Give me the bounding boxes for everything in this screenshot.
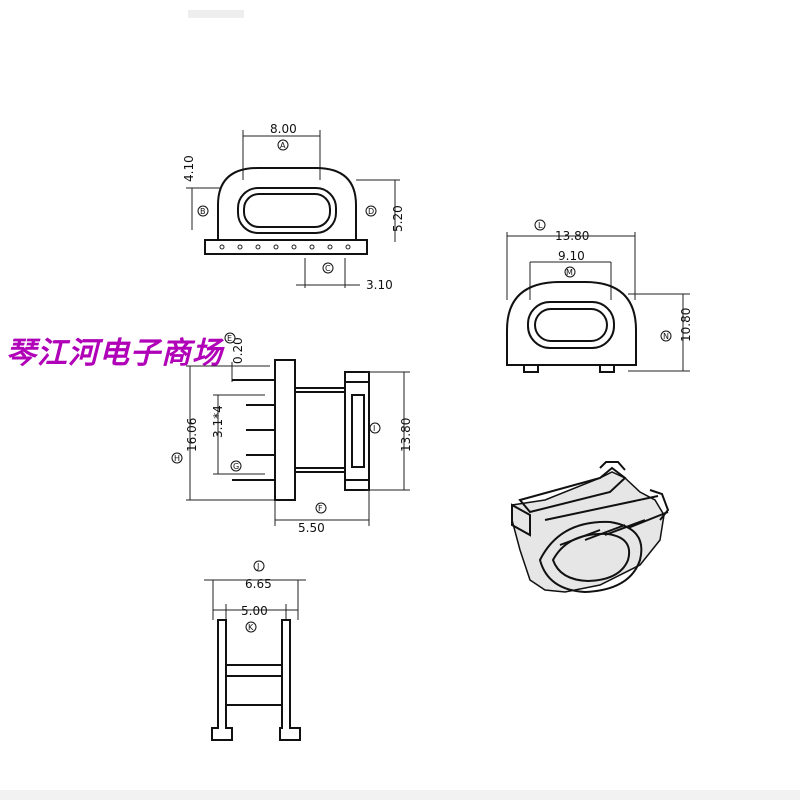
end-view: 6.65 J 5.00 K [204,560,306,741]
side-view: 13.80 L 9.10 M 10.80 N [506,219,693,373]
tag-f: F [318,504,323,513]
dim-height-right: 5.20 [391,205,405,232]
tag-c: C [325,264,331,273]
dim-pin-gap: 3.10 [366,278,393,292]
dim-pin-pitch: 3.1*4 [211,405,225,438]
tag-e: E [227,334,232,343]
tag-l: L [538,221,543,230]
top-margin-strip [188,10,244,18]
tag-m: M [566,268,573,277]
dim-outer-width: 6.65 [245,577,272,591]
dim-side-inner: 9.10 [558,249,585,263]
isometric-view [511,461,670,594]
tag-b: B [200,207,206,216]
top-view: 16.06 H 3.1*4 G 0.20 E 13.80 I [171,332,413,535]
dim-top-height-left: 16.06 [185,418,199,452]
tag-a: A [280,141,286,150]
tag-n: N [663,332,669,341]
tag-j: J [256,562,259,571]
bottom-margin-strip [0,790,800,800]
dim-height-top: 4.10 [182,155,196,182]
front-view: 8.00 A 4.10 B 5.20 D [182,122,405,292]
dim-side-width: 13.80 [555,229,589,243]
dim-top-height-right: 13.80 [399,418,413,452]
tag-g: G [233,462,239,471]
dim-side-height: 10.80 [679,308,693,342]
dim-inner-width: 5.00 [241,604,268,618]
tag-i: I [373,424,375,433]
tag-d: D [368,207,374,216]
watermark-text: 琴江河电子商场 [6,336,223,371]
dim-width-top: 8.00 [270,122,297,136]
tag-k: K [248,623,254,632]
dim-bottom-width: 5.50 [298,521,325,535]
dim-top-small: 0.20 [231,337,245,364]
tag-h: H [174,454,180,463]
